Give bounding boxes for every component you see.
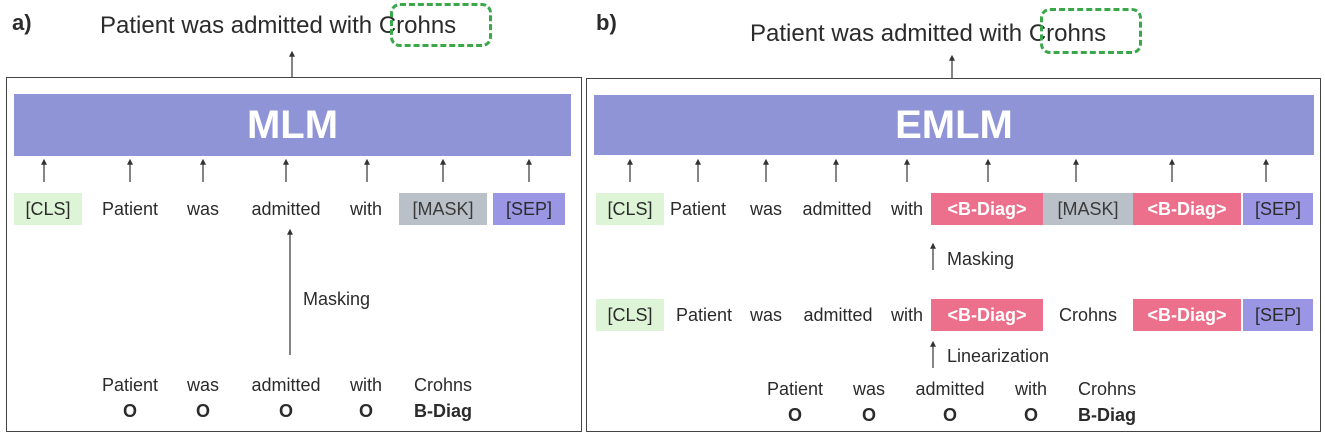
entity-marker-token: <B-Diag>	[1133, 193, 1241, 225]
token-with: with	[349, 198, 382, 219]
word-crohns: Crohns	[1077, 379, 1137, 399]
word-was: was	[186, 375, 220, 395]
output-prefix: Patient was admitted with	[100, 12, 373, 39]
linearization-label: Linearization	[947, 346, 1050, 366]
word-admitted: admitted	[251, 375, 321, 395]
entity-marker-token: <B-Diag>	[931, 299, 1043, 331]
token-crohns: Crohns	[1058, 304, 1118, 325]
output-prefix: Patient was admitted with	[750, 20, 1023, 47]
token-sep: [SEP]	[1243, 299, 1313, 331]
token-was: was	[749, 304, 782, 325]
tag-b-diag: B-Diag	[1078, 405, 1136, 425]
tag-o: O	[122, 401, 138, 421]
token-mask: [MASK]	[399, 193, 487, 225]
entity-marker-token: <B-Diag>	[1133, 299, 1241, 331]
tag-o: O	[942, 405, 958, 425]
tag-o: O	[358, 401, 374, 421]
token-with: with	[890, 198, 923, 219]
word-crohns: Crohns	[413, 375, 473, 395]
token-cls: [CLS]	[596, 193, 664, 225]
entity-marker-token: <B-Diag>	[931, 193, 1043, 225]
token-was: was	[749, 198, 782, 219]
token-patient: Patient	[669, 198, 727, 219]
panel-b-frame	[586, 78, 1321, 432]
mlm-model-band: MLM	[14, 94, 571, 156]
word-with: with	[349, 375, 383, 395]
tag-o: O	[278, 401, 294, 421]
masking-label: Masking	[303, 289, 371, 309]
token-with: with	[890, 304, 923, 325]
entity-highlight-box	[390, 3, 492, 47]
tag-b-diag: B-Diag	[414, 401, 472, 421]
tag-o: O	[1023, 405, 1039, 425]
token-admitted: admitted	[803, 304, 873, 325]
token-patient: Patient	[675, 304, 733, 325]
token-patient: Patient	[101, 198, 159, 219]
panel-a-label: a)	[12, 10, 32, 35]
token-cls: [CLS]	[14, 193, 82, 225]
tag-o: O	[787, 405, 803, 425]
token-sep: [SEP]	[493, 193, 565, 225]
token-admitted: admitted	[802, 198, 872, 219]
word-was: was	[852, 379, 886, 399]
token-sep: [SEP]	[1243, 193, 1313, 225]
word-admitted: admitted	[915, 379, 985, 399]
word-patient: Patient	[766, 379, 824, 399]
token-was: was	[186, 198, 219, 219]
token-admitted: admitted	[251, 198, 321, 219]
panel-a-frame	[6, 77, 582, 432]
word-with: with	[1014, 379, 1048, 399]
masking-label: Masking	[947, 249, 1015, 269]
word-patient: Patient	[101, 375, 159, 395]
panel-b-label: b)	[596, 10, 617, 35]
entity-highlight-box	[1040, 8, 1142, 54]
tag-o: O	[195, 401, 211, 421]
tag-o: O	[861, 405, 877, 425]
emlm-model-band: EMLM	[594, 95, 1314, 155]
token-cls: [CLS]	[596, 299, 664, 331]
token-mask: [MASK]	[1043, 193, 1133, 225]
